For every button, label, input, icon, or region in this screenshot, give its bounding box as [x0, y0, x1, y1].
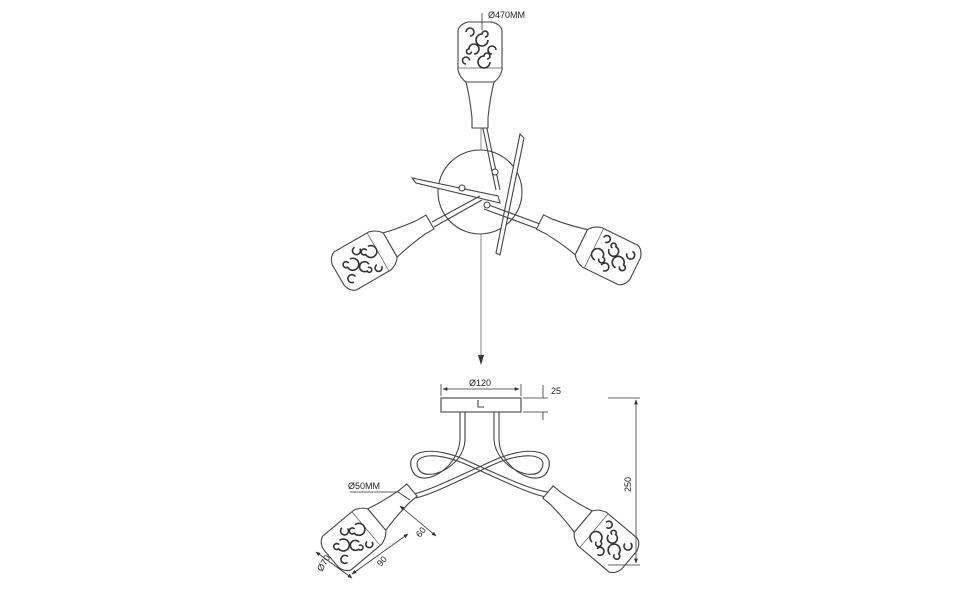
top-shade-north	[458, 22, 502, 128]
shade-length-label: 90	[375, 554, 389, 568]
shade-neck-label: 60	[414, 525, 428, 539]
top-shade-southwest	[327, 203, 441, 294]
mount-bracket-icon	[477, 400, 484, 408]
side-arms	[410, 439, 550, 499]
shade-top-diameter-label: Ø50MM	[348, 481, 380, 491]
axis-arrow-icon	[478, 355, 484, 365]
top-shade-east	[530, 202, 645, 288]
top-diameter-label: Ø470MM	[488, 10, 525, 20]
canopy-height-label: 25	[551, 386, 561, 396]
top-view: Ø470MM	[327, 10, 645, 365]
canopy-diameter-label: Ø120	[469, 378, 491, 388]
top-arms	[410, 123, 541, 256]
canopy-plate	[440, 397, 522, 413]
overall-height-label: 250	[623, 477, 633, 492]
side-view: Ø120 25 250	[315, 378, 643, 579]
